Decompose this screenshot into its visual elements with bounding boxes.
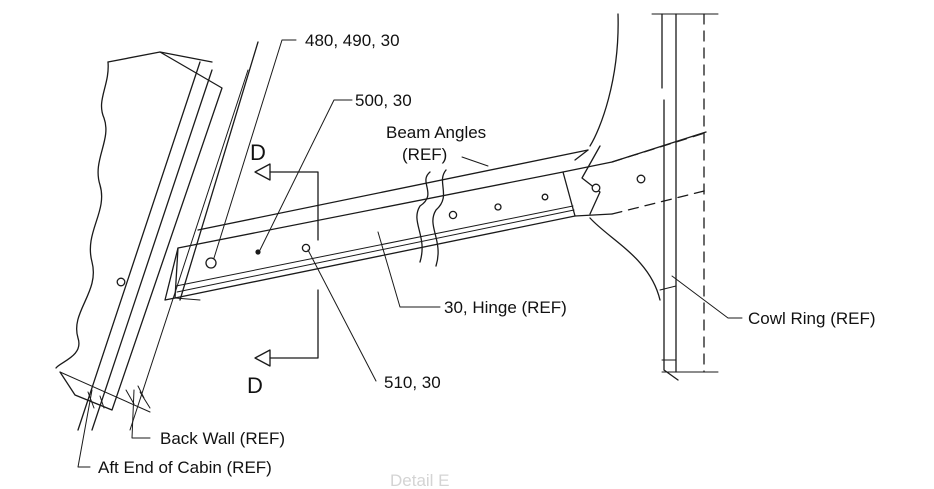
label-beam-angles-line1: Beam Angles — [386, 123, 486, 142]
fastener-holes — [205, 174, 646, 269]
cowl-ring — [589, 13, 719, 381]
label-hinge: 30, Hinge (REF) — [444, 298, 567, 317]
partial-caption: Detail E — [390, 471, 450, 489]
leader-beam-angles — [461, 156, 489, 167]
break-lines — [416, 169, 447, 267]
aft-cabin-wall — [55, 51, 223, 431]
label-aft-end-cabin: Aft End of Cabin (REF) — [98, 458, 272, 477]
label-500: 500, 30 — [355, 91, 412, 110]
section-letter-top: D — [250, 140, 266, 165]
leader-hinge — [377, 231, 441, 308]
label-cowl-ring: Cowl Ring (REF) — [748, 309, 876, 328]
hole-500 — [255, 249, 261, 255]
hinge-plate — [164, 149, 589, 301]
label-480-490: 480, 490, 30 — [305, 31, 400, 50]
label-back-wall: Back Wall (REF) — [160, 429, 285, 448]
hole-480 — [205, 257, 217, 269]
leader-back-wall — [131, 389, 151, 439]
section-cut-d: D D — [247, 140, 319, 398]
back-wall — [87, 41, 259, 431]
leader-500 — [259, 99, 353, 251]
leader-480 — [213, 39, 297, 259]
leader-cowl-ring — [671, 275, 743, 319]
leader-aft-end — [77, 389, 93, 468]
leader-lines — [77, 39, 743, 468]
leader-510 — [307, 249, 377, 382]
section-letter-bottom: D — [247, 373, 263, 398]
label-beam-angles-line2: (REF) — [402, 145, 447, 164]
beam-angles — [562, 131, 709, 217]
label-510: 510, 30 — [384, 373, 441, 392]
